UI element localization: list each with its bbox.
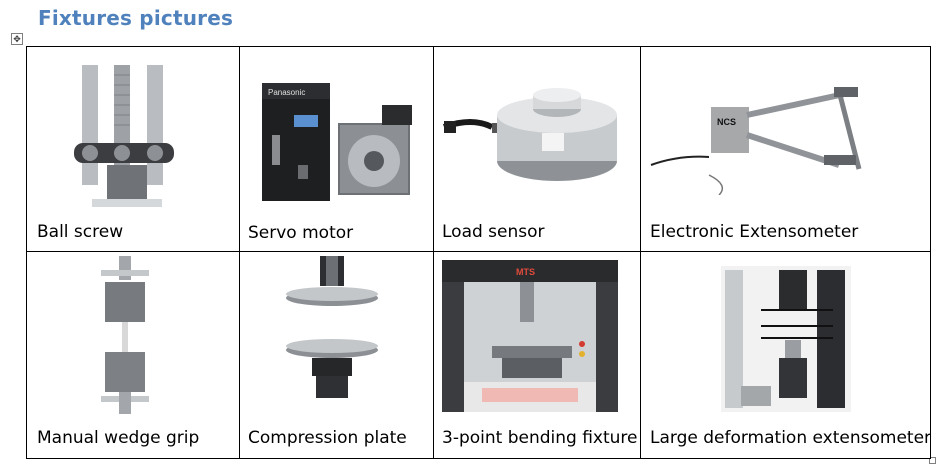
machine-brand-text: MTS [516,267,535,277]
caption-ball-screw: Ball screw [37,222,124,242]
bending-fixture-image: MTS [442,260,618,412]
table-move-handle-icon[interactable]: ✥ [11,33,23,45]
large-deformation-extensometer-image [721,266,851,412]
cell-manual-wedge-grip: Manual wedge grip [27,252,240,459]
compression-plate-image [286,256,378,398]
manual-wedge-grip-image [101,256,149,414]
load-sensor-image [442,88,617,181]
cell-load-sensor: Load sensor [434,47,641,252]
cell-electronic-extensometer: NCS Electronic Extensometer [641,47,931,252]
fixtures-table: Ball screw Panasonic Servo motor [26,46,931,459]
cell-servo-motor: Panasonic Servo motor [240,47,434,252]
cell-compression-plate: Compression plate [240,252,434,459]
caption-electronic-extensometer: Electronic Extensometer [650,222,859,242]
servo-motor-image: Panasonic [262,83,412,201]
caption-large-deformation-extensometer: Large deformation extensometer [650,428,932,448]
caption-manual-wedge-grip: Manual wedge grip [37,428,200,448]
caption-load-sensor: Load sensor [442,222,545,242]
cell-large-deformation-extensometer: Large deformation extensometer [641,252,931,459]
cell-3-point-bending-fixture: MTS 3-point bending fixture [434,252,641,459]
ball-screw-image [74,65,174,207]
caption-compression-plate: Compression plate [248,428,407,448]
caption-3-point-bending-fixture: 3-point bending fixture [442,428,638,448]
table-resize-handle-icon[interactable] [929,457,936,464]
page-title: Fixtures pictures [38,6,234,30]
servo-brand-text: Panasonic [268,88,305,97]
caption-servo-motor: Servo motor [248,223,354,243]
extensometer-brand-text: NCS [717,117,736,127]
electronic-extensometer-image: NCS [650,87,862,195]
cell-ball-screw: Ball screw [27,47,240,252]
